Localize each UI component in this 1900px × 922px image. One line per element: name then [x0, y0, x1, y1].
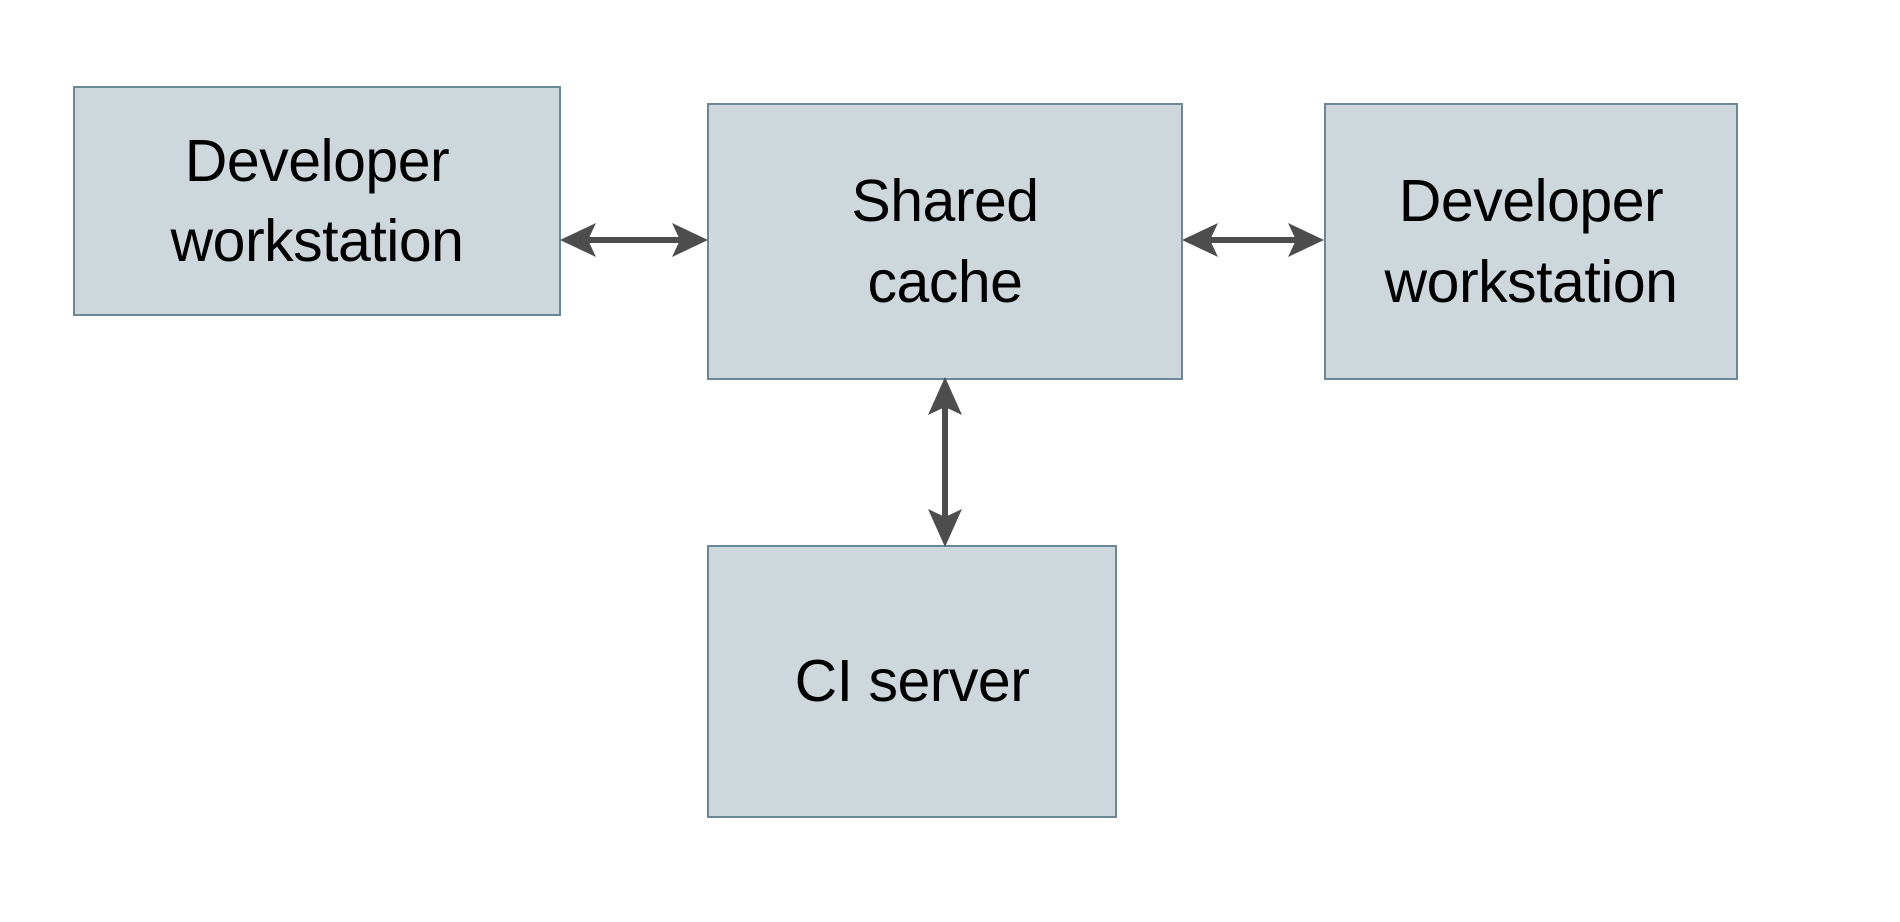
- edge-shared-cache-to-ci-server: [928, 377, 962, 547]
- node-developer-workstation-left[interactable]: Developer workstation: [73, 86, 561, 316]
- arrowhead-right-icon: [1288, 223, 1324, 257]
- node-label: Developer workstation: [170, 127, 464, 274]
- node-label: Developer workstation: [1384, 168, 1678, 315]
- node-label: Shared cache: [851, 168, 1039, 315]
- edge-shared-cache-to-developer-right: [1182, 223, 1324, 257]
- arrowhead-left-icon: [560, 223, 596, 257]
- node-label: CI server: [794, 648, 1030, 715]
- arrowhead-left-icon: [1182, 223, 1218, 257]
- node-developer-workstation-right[interactable]: Developer workstation: [1324, 103, 1738, 380]
- arrowhead-up-icon: [928, 377, 962, 415]
- arrowhead-right-icon: [672, 223, 708, 257]
- node-shared-cache[interactable]: Shared cache: [707, 103, 1183, 380]
- node-ci-server[interactable]: CI server: [707, 545, 1117, 818]
- edge-developer-left-to-shared-cache: [560, 223, 708, 257]
- arrowhead-down-icon: [928, 509, 962, 547]
